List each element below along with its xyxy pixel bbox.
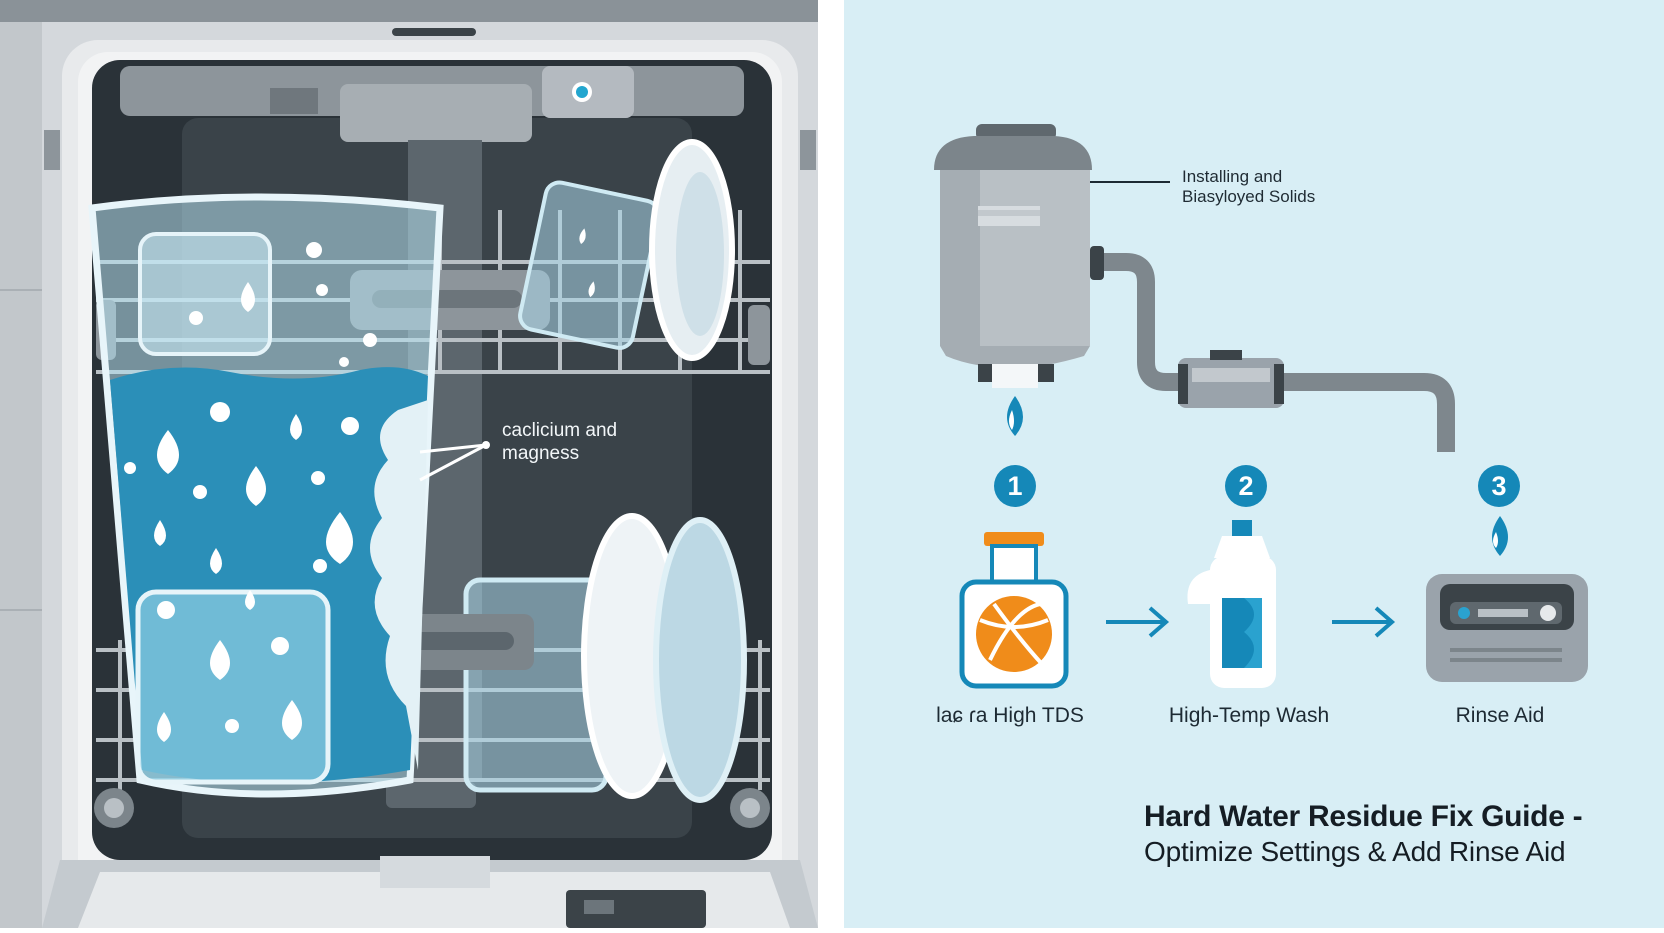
step-1-badge: 1 — [994, 465, 1036, 507]
minerals-callout: caclicium and magness — [502, 419, 617, 465]
fix-guide-panel: Installing and Biasyloyed Solids 1 2 3 l… — [844, 0, 1664, 928]
guide-title: Hard Water Residue Fix Guide - — [1144, 800, 1583, 833]
step-2-badge: 2 — [1225, 465, 1267, 507]
filter-callout: Installing and Biasyloyed Solids — [1182, 167, 1315, 207]
filter-bottle-icon — [959, 532, 1069, 689]
dishwasher-illustration: caclicium and magness — [0, 0, 818, 928]
minerals-callout-line1: caclicium and — [502, 420, 618, 441]
dishwasher-svg — [0, 0, 818, 928]
detergent-bottle-icon — [1187, 520, 1276, 688]
step-3-label: Rinse Aid — [1455, 704, 1545, 727]
fix-guide-svg — [934, 124, 1588, 689]
rinse-aid-dispenser-icon — [1426, 574, 1588, 682]
minerals-callout-line2: magness — [502, 443, 580, 464]
filter-callout-line2: Biasyloyed Solids — [1182, 187, 1316, 206]
step-2-label: High-Temp Wash — [1168, 704, 1330, 727]
filter-callout-line1: Installing and — [1182, 167, 1283, 186]
guide-subtitle: Optimize Settings & Add Rinse Aid — [1144, 836, 1566, 867]
step-1-label: laɕ ɾa High TDS — [936, 704, 1084, 727]
water-filter-unit-icon — [934, 124, 1455, 452]
step-3-badge: 3 — [1478, 465, 1520, 507]
